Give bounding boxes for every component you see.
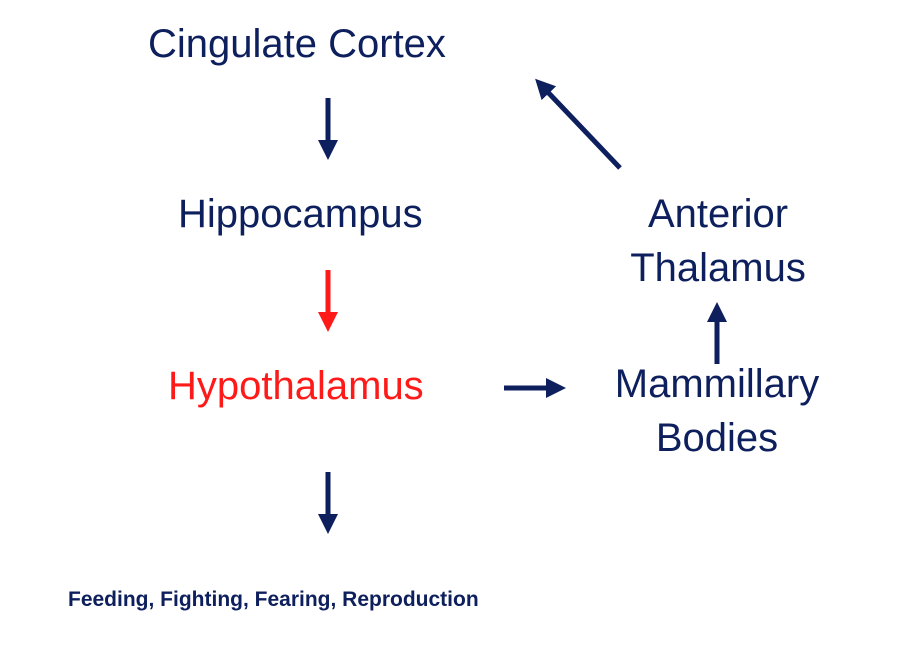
node-hypothalamus: Hypothalamus [168, 359, 424, 413]
node-mammillary-bodies-line-2: Bodies [655, 416, 779, 460]
node-anterior-thalamus: Anterior Thalamus [608, 187, 828, 295]
node-cingulate-cortex: Cingulate Cortex [148, 17, 446, 71]
node-hippocampus-label: Hippocampus [178, 192, 423, 236]
node-anterior-thalamus-line-2: Thalamus [630, 246, 806, 290]
node-hippocampus: Hippocampus [178, 187, 423, 241]
behaviour-list: Feeding, Fighting, Fearing, Reproduction [68, 588, 479, 611]
node-mammillary-bodies-line-1: Mammillary [614, 362, 820, 406]
arrow-thalamus-to-cingulate [535, 78, 622, 170]
node-anterior-thalamus-line-1: Anterior [647, 192, 789, 236]
node-mammillary-bodies: Mammillary Bodies [593, 357, 841, 465]
node-cingulate-cortex-label: Cingulate Cortex [148, 22, 446, 66]
node-hypothalamus-label: Hypothalamus [168, 364, 424, 408]
